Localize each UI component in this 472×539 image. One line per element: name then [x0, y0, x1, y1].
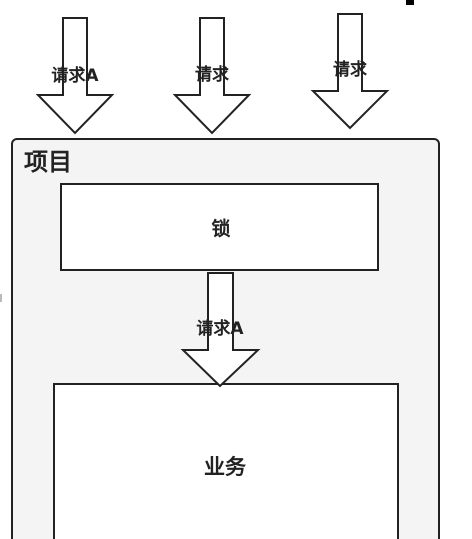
inner-request-arrow	[180, 272, 261, 388]
business-box	[53, 383, 399, 539]
top-edge-mark	[406, 0, 414, 5]
project-title: 项目	[24, 148, 72, 176]
lock-box	[60, 183, 379, 271]
request-arrow-1	[35, 17, 115, 135]
left-edge-mark	[0, 294, 2, 302]
request-arrow-1-label: 请求A	[51, 65, 99, 86]
lock-label: 锁	[211, 217, 230, 240]
request-arrow-2-label: 请求	[195, 64, 229, 85]
request-arrow-2	[172, 17, 252, 135]
request-arrow-3	[310, 13, 390, 130]
request-arrow-3-label: 请求	[333, 59, 367, 80]
business-label: 业务	[204, 455, 247, 479]
inner-request-arrow-label: 请求A	[196, 318, 244, 339]
